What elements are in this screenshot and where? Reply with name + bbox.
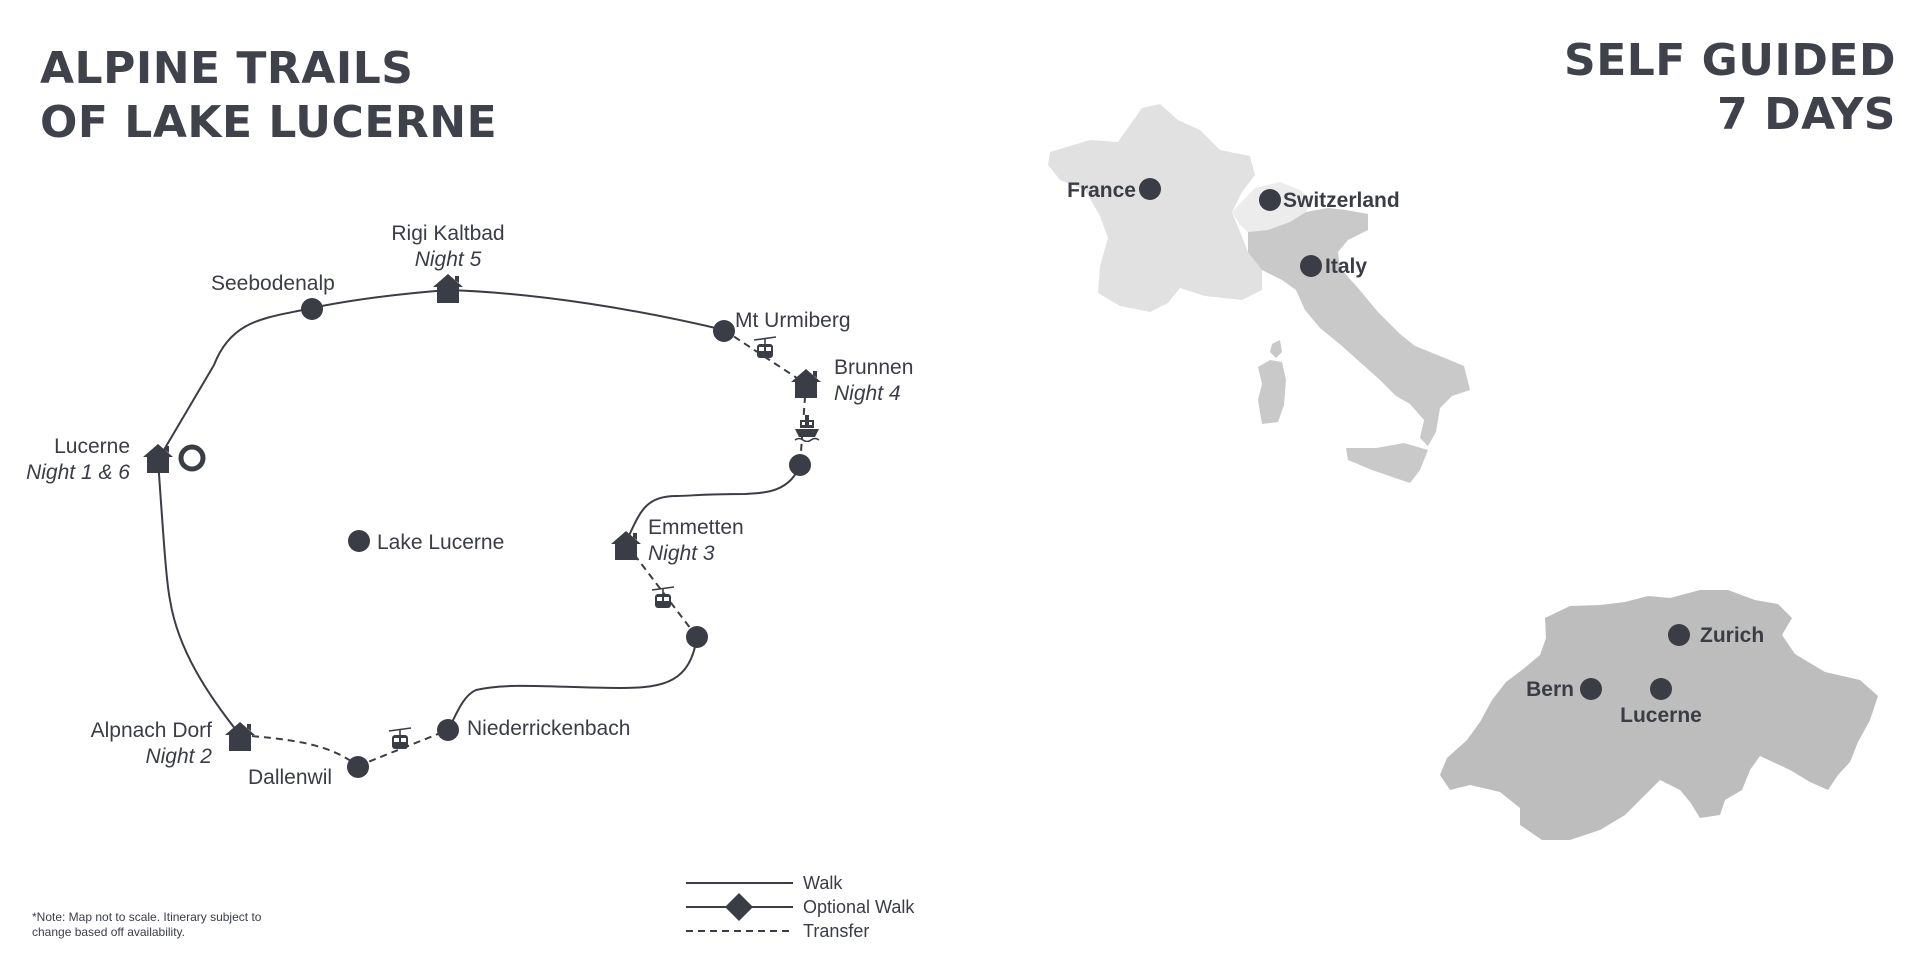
city-dot-zurich: [1668, 624, 1690, 646]
city-dot-lucerne: [1650, 678, 1672, 700]
stop-dot-seebodenalp: [301, 298, 323, 320]
title-line-1: ALPINE TRAILS: [40, 43, 414, 94]
switzerland-map: Zurich Bern Lucerne: [1440, 590, 1878, 840]
city-dot-bern: [1580, 678, 1602, 700]
map-title: ALPINE TRAILS OF LAKE LUCERNE: [40, 42, 497, 150]
stop-name-brunnen: Brunnen: [834, 356, 913, 379]
subtitle-line-2: 7 DAYS: [1717, 89, 1896, 140]
stop-name-urmiberg: Mt Urmiberg: [735, 309, 851, 332]
walk-path-lucerne-rigi: [157, 289, 449, 461]
city-label-bern: Bern: [1526, 678, 1574, 701]
cable-car-icon: [753, 336, 777, 359]
transfer-path-alpnach-dallenwil: [239, 734, 359, 767]
legend-walk-label: Walk: [803, 873, 843, 893]
walk-path-lucerne-alpnach: [157, 459, 241, 736]
cable-car-icon: [651, 586, 675, 609]
europe-map: France Switzerland Italy: [1048, 104, 1470, 483]
sicily-shape: [1346, 443, 1428, 483]
stop-night-brunnen: Night 4: [834, 382, 901, 405]
switzerland-detail-shape: [1440, 590, 1878, 840]
diamond-icon: [725, 893, 753, 921]
country-dot-italy: [1300, 255, 1322, 277]
legend-optional-walk-label: Optional Walk: [803, 897, 915, 917]
country-dot-switzerland: [1259, 189, 1281, 211]
house-icon: [433, 274, 463, 303]
stop-name-alpnach: Alpnach Dorf: [91, 719, 213, 742]
stop-name-dallenwil: Dallenwil: [248, 766, 332, 789]
stop-dot-urmiberg: [713, 320, 735, 342]
stop-dot-lake-lucerne: [348, 530, 370, 552]
country-label-france: France: [1067, 179, 1136, 202]
subtitle-line-1: SELF GUIDED: [1564, 35, 1896, 86]
start-end-ring-icon: [178, 444, 206, 472]
corsica-shape: [1270, 340, 1282, 358]
stop-dot-dallenwil: [347, 756, 369, 778]
route-map: Rigi Kaltbad Night 5 Seebodenalp Mt Urmi…: [26, 222, 913, 789]
stop-night-rigi: Night 5: [415, 248, 482, 271]
cable-car-icon: [388, 727, 412, 750]
disclaimer-note: *Note: Map not to scale. Itinerary subje…: [32, 910, 332, 940]
note-line-1: *Note: Map not to scale. Itinerary subje…: [32, 910, 262, 924]
city-label-zurich: Zurich: [1700, 624, 1764, 647]
city-label-lucerne: Lucerne: [1620, 704, 1702, 727]
house-icon: [225, 722, 255, 751]
house-icon: [143, 444, 173, 473]
stop-name-seebodenalp: Seebodenalp: [211, 272, 335, 295]
house-icon: [791, 369, 821, 398]
legend-transfer-label: Transfer: [803, 921, 869, 941]
tour-type: SELF GUIDED 7 DAYS: [1564, 34, 1896, 142]
note-line-2: change based off availability.: [32, 925, 185, 939]
country-label-switzerland: Switzerland: [1283, 189, 1400, 212]
walk-path-emmetten-niederrickenbach: [447, 636, 698, 731]
house-icon: [611, 531, 641, 560]
sardinia-shape: [1258, 360, 1286, 424]
france-shape: [1048, 104, 1262, 312]
stop-night-alpnach: Night 2: [145, 745, 212, 768]
stop-name-emmetten: Emmetten: [648, 516, 744, 539]
walk-path-brunnen-emmetten: [626, 464, 801, 541]
stop-name-lucerne: Lucerne: [54, 435, 130, 458]
country-dot-france: [1139, 178, 1161, 200]
stop-name-rigi: Rigi Kaltbad: [391, 222, 504, 245]
title-line-2: OF LAKE LUCERNE: [40, 97, 498, 148]
stop-name-niederrickenbach: Niederrickenbach: [467, 717, 630, 740]
transfer-path-emmetten-ridge: [626, 544, 698, 638]
stop-dot-waypoint: [789, 454, 811, 476]
stop-night-lucerne: Night 1 & 6: [26, 461, 130, 484]
country-label-italy: Italy: [1325, 255, 1367, 278]
walk-path-rigi-urmiberg: [447, 289, 725, 331]
stop-dot-niederrickenbach: [437, 719, 459, 741]
stop-dot-waypoint: [686, 626, 708, 648]
stop-night-emmetten: Night 3: [648, 542, 715, 565]
legend: Walk Optional Walk Transfer: [686, 873, 915, 941]
stop-name-lake: Lake Lucerne: [377, 531, 504, 554]
ferry-icon: [794, 414, 820, 442]
